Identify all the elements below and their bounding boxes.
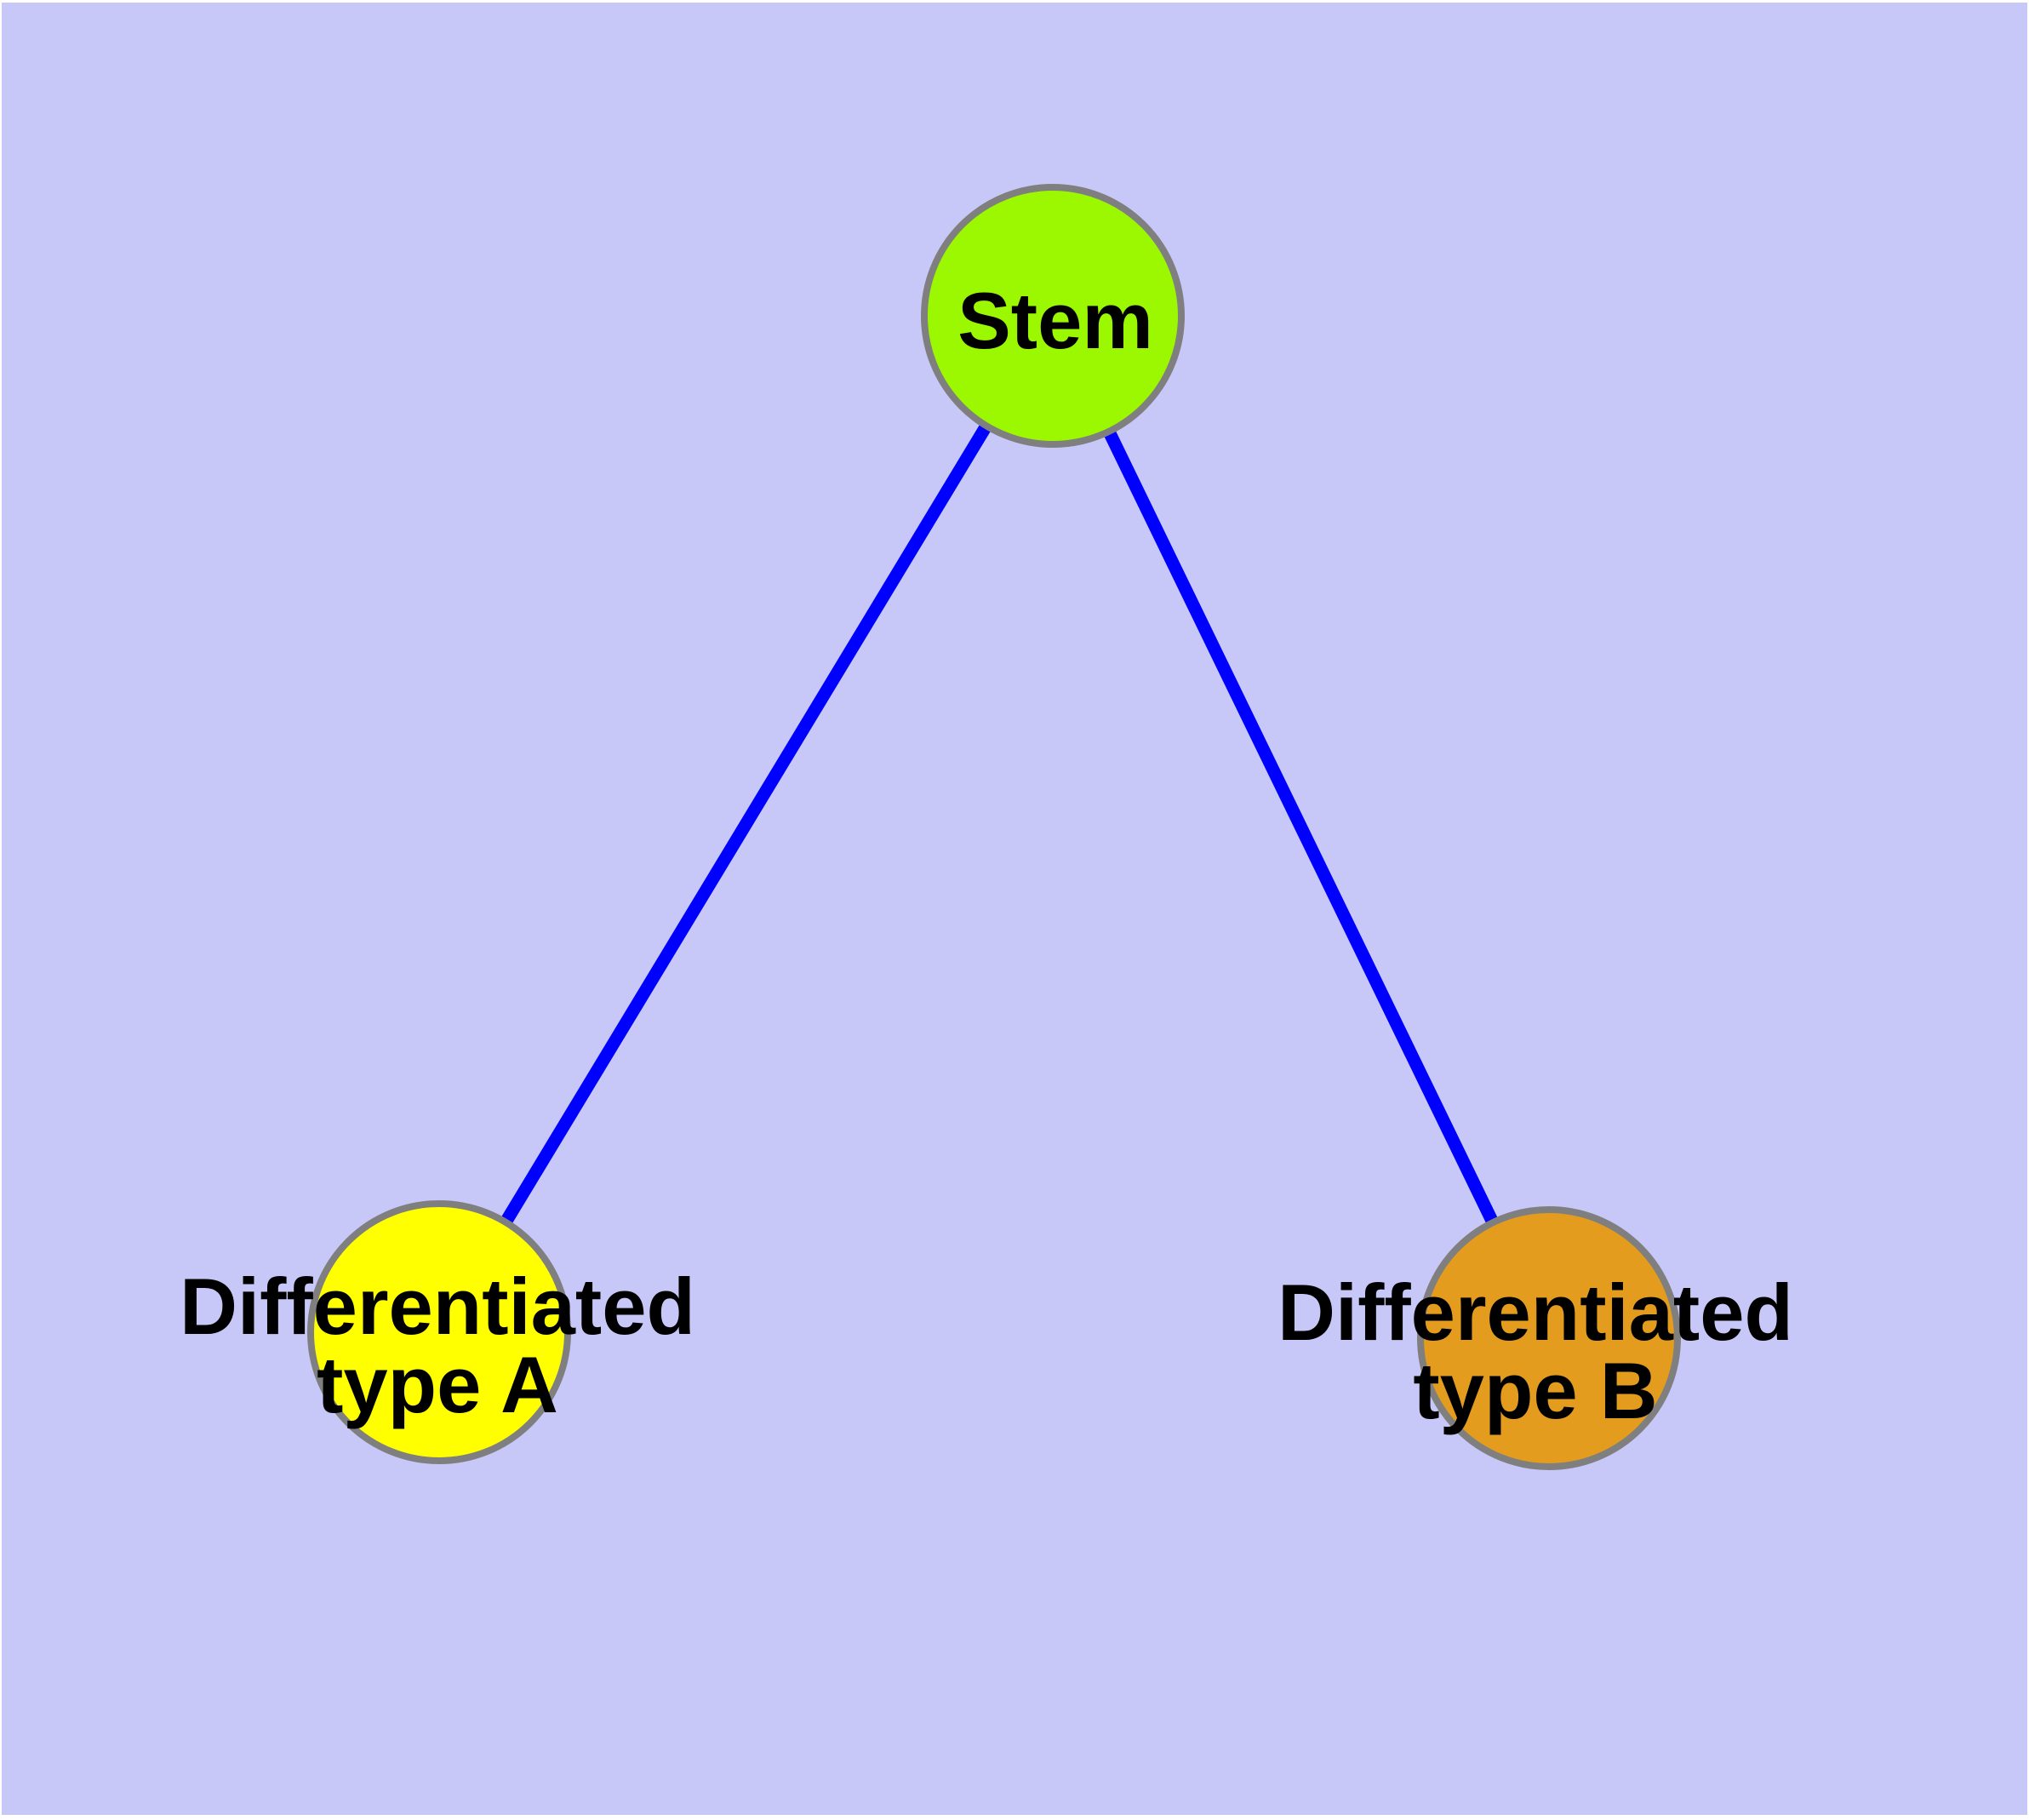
node-stem-circle <box>921 184 1185 448</box>
node-type-a-label-line2: type A <box>317 1340 558 1429</box>
edge-stem-to-type-a <box>433 312 1059 1336</box>
edge-stem-to-type-b <box>1047 312 1555 1342</box>
node-differentiated-type-a-circle <box>307 1200 571 1464</box>
node-type-b-label-line2: type B <box>1413 1346 1657 1435</box>
node-type-b-label-line1: Differentiated <box>1277 1268 1793 1357</box>
node-type-a-label-line1: Differentiated <box>180 1262 695 1351</box>
node-differentiated-type-b-circle <box>1417 1206 1681 1470</box>
node-stem-label: Stem <box>957 276 1153 365</box>
